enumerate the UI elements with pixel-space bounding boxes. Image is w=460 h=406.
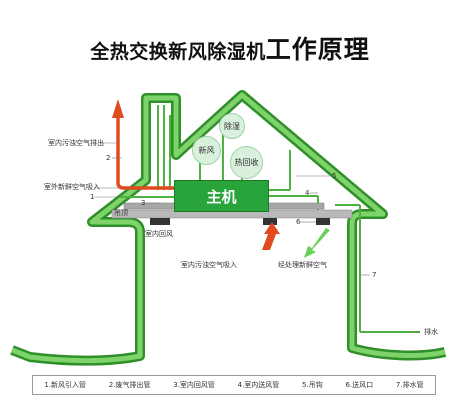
legend-item-1: 1.新风引入管 (44, 381, 87, 389)
treated-fresh-air-label: 经处理新鲜空气 (278, 261, 327, 269)
outdoor-fresh-in-label: 室外新鲜空气吸入 (44, 183, 100, 191)
fresh-air-circle: 新风 (192, 136, 221, 165)
treated-air-arrow (304, 228, 330, 258)
legend-item-4: 4.室内送风管 (237, 381, 280, 389)
indoor-exhaust-out-label: 室内污浊空气排出 (48, 139, 104, 147)
return-vent (150, 218, 170, 225)
host-label: 主机 (206, 187, 237, 206)
marker-2: 2 (106, 154, 111, 162)
legend-item-6: 6.送风口 (345, 381, 374, 389)
marker-6: 6 (296, 218, 301, 226)
dirty-air-vent (263, 218, 277, 225)
marker-5: 5 (332, 172, 337, 180)
marker-3: 3 (141, 199, 146, 207)
marker-1: 1 (90, 193, 95, 201)
drain-label: 排水 (424, 328, 438, 336)
legend-item-7: 7.排水管 (395, 381, 424, 389)
legend-item-3: 3.室内回风管 (173, 381, 215, 389)
indoor-dirty-in-label: 室内污浊空气吸入 (181, 261, 237, 269)
red-exhaust-duct (116, 118, 174, 190)
ceiling-label: 吊顶 (114, 209, 128, 217)
dehumidify-circle: 除湿 (219, 113, 245, 139)
title-part2: 工作原理 (265, 35, 370, 64)
indoor-return-label: 室内回风 (145, 230, 173, 238)
leader-lines (94, 142, 420, 333)
exhaust-arrow-up (112, 99, 124, 118)
page-title: 全热交换新风除湿机工作原理 (0, 30, 460, 66)
marker-7: 7 (372, 271, 377, 279)
host-unit: 主机 (174, 180, 269, 212)
title-part1: 全热交换新风除湿机 (90, 41, 266, 63)
legend-item-5: 5.吊钩 (302, 381, 323, 389)
marker-4: 4 (305, 189, 310, 197)
dirty-air-in-arrow (262, 222, 280, 250)
supply-vent (316, 218, 330, 225)
heat-recovery-circle: 热回收 (230, 146, 263, 179)
legend-item-2: 2.废气排出管 (108, 381, 151, 389)
legend-box: 1.新风引入管 2.废气排出管 3.室内回风管 4.室内送风管 5.吊钩 6.送… (32, 375, 436, 395)
